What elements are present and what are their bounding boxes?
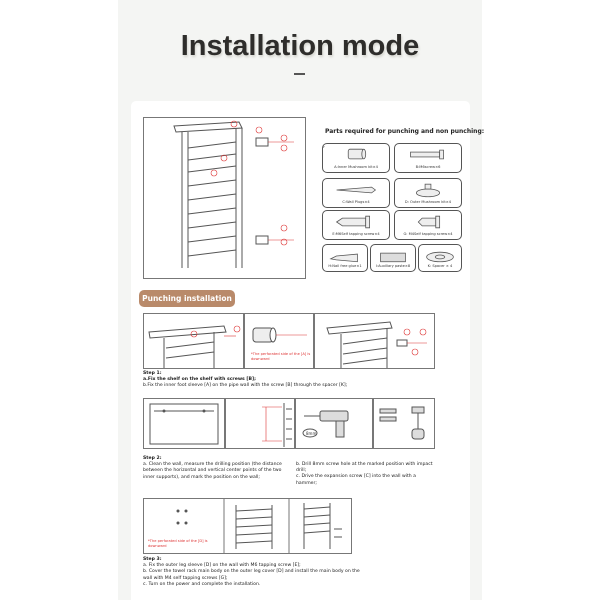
part-label: D: Outer Mushroom kit×4 — [404, 200, 452, 204]
drill-icon: 8mm — [302, 410, 349, 438]
page-title: Installation mode — [180, 30, 420, 62]
step3-text: Step 3: a. Fix the outer leg sleeve [D] … — [143, 557, 363, 588]
part-item: D: Outer Mushroom kit×4 — [394, 178, 462, 208]
step1-diagram-assembly — [314, 313, 435, 369]
tapping-screw-small-icon — [417, 215, 441, 229]
part-item: A:Inner Mushroom kit×4 — [322, 143, 390, 173]
step3-diagram: *The perforated side of the [D] is downw… — [143, 498, 352, 554]
part-item: B:M6screw×6 — [394, 143, 462, 173]
step3-c: c. Turn on the power and complete the in… — [143, 581, 261, 587]
step2-title: Step 2: — [143, 456, 162, 461]
part-label: G: M4Self tapping screw×4 — [403, 232, 453, 236]
drill-size-label: 8mm — [306, 431, 316, 436]
step1-diagram-sleeve: *The perforated side of the [A] is downw… — [244, 313, 314, 369]
towel-rack-illustration — [173, 120, 294, 268]
step1-text: Step 1: a.Fix the shelf on the shelf wit… — [143, 371, 463, 390]
step3-a: a. Fix the outer leg sleeve [D] on the w… — [143, 563, 301, 569]
step1-diagram-shelf — [143, 313, 244, 369]
step1-title: Step 1: — [143, 371, 162, 376]
part-label: I:Auxiliary paste×8 — [375, 264, 411, 268]
part-label: K: Spacer × 4 — [427, 264, 453, 268]
step2-diagram-hammer — [373, 398, 435, 449]
tapping-screw-icon — [335, 215, 370, 229]
part-label: C:Wall Plugs×4 — [342, 200, 370, 204]
step2-c: c. Drive the expansion screw [C] into th… — [296, 474, 416, 486]
step1-note: *The perforated side of the [A] is downw… — [251, 352, 311, 361]
sleeve-icon — [323, 146, 367, 160]
part-label: H:Nail free glue×1 — [328, 264, 362, 268]
part-item: H:Nail free glue×1 — [322, 244, 368, 272]
part-label: E:M6Self tapping screw×4 — [332, 232, 380, 236]
part-label: A:Inner Mushroom kit×4 — [334, 165, 378, 169]
mushroom-kit-icon — [415, 183, 441, 198]
part-item: K: Spacer × 4 — [418, 244, 462, 272]
step2-b: b. Drill 8mm screw hole at the marked po… — [296, 462, 433, 474]
part-item: C:Wall Plugs×4 — [322, 178, 390, 208]
glue-tube-icon — [329, 253, 358, 263]
spacer-icon — [426, 251, 454, 263]
part-item: I:Auxiliary paste×8 — [370, 244, 416, 272]
part-item: G: M4Self tapping screw×4 — [394, 210, 462, 240]
part-item: E:M6Self tapping screw×4 — [322, 210, 390, 240]
parts-heading: Parts required for punching and non punc… — [325, 128, 485, 135]
wall-plug-icon — [336, 186, 377, 194]
overview-diagram — [143, 117, 306, 279]
step2-text-right: b. Drill 8mm screw hole at the marked po… — [296, 462, 436, 487]
step2-diagram-measure — [225, 398, 295, 449]
step2-text-left: Step 2: a. Clean the wall, measure the d… — [143, 456, 288, 481]
step3-b: b. Cover the towel rack main body on the… — [143, 569, 360, 581]
section-punching-installation: Punching installation — [139, 290, 235, 307]
step2-diagram-drill: 8mm — [295, 398, 373, 449]
part-label: B:M6screw×6 — [415, 165, 441, 169]
step2-diagram-wall — [143, 398, 225, 449]
step3-note: *The perforated side of the [D] is downw… — [148, 539, 208, 548]
hammer-icon — [379, 406, 425, 440]
step2-a: a. Clean the wall, measure the drilling … — [143, 462, 282, 480]
step1-b: b.Fix the inner foot sleeve [A] on the p… — [143, 383, 348, 389]
step3-title: Step 3: — [143, 557, 162, 562]
paste-icon — [380, 252, 406, 263]
step1-a: a.Fix the shelf on the shelf with screws… — [143, 377, 256, 383]
screw-icon — [410, 149, 444, 160]
title-divider — [294, 73, 305, 75]
